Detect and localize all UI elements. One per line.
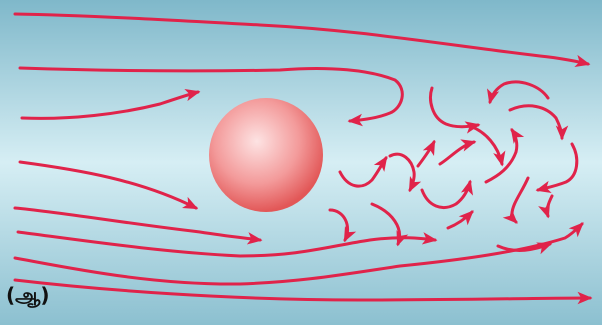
panel-label: (ஆ) xyxy=(6,285,50,305)
sphere xyxy=(209,98,323,212)
